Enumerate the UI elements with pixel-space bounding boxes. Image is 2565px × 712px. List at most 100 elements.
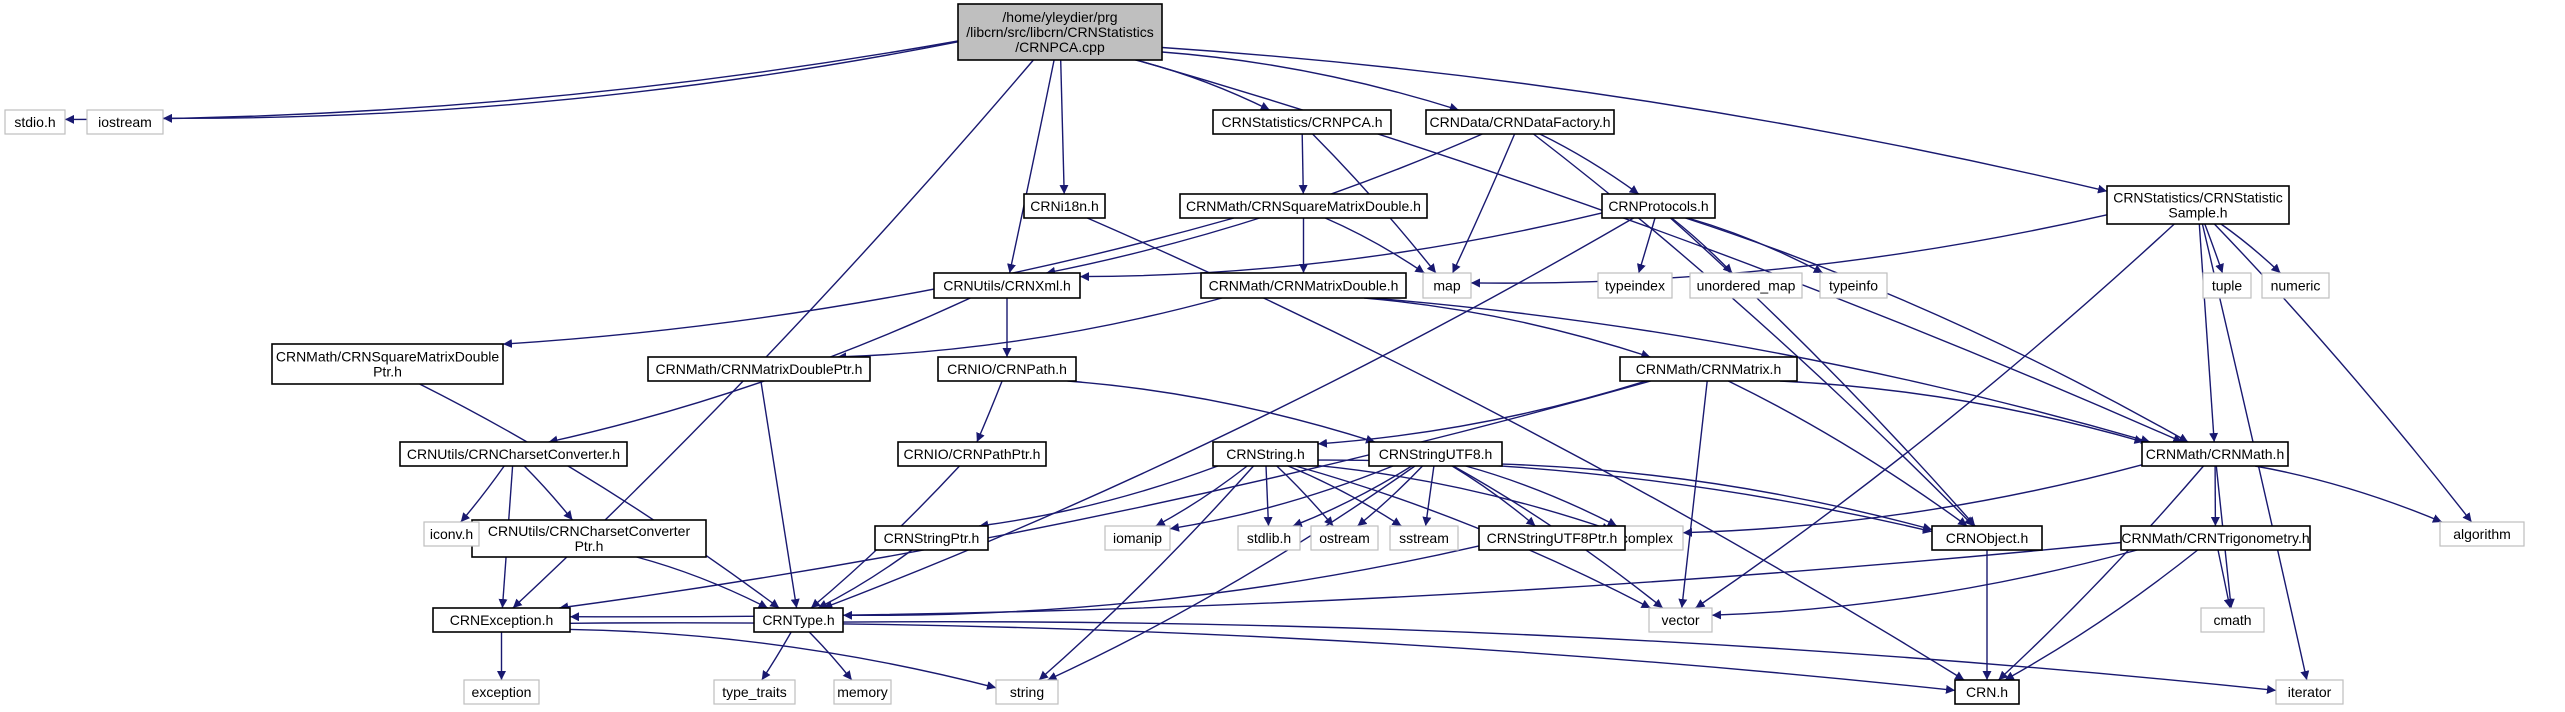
node-datafactory[interactable]: CRNData/CRNDataFactory.h <box>1425 109 1615 135</box>
node-label: CRNObject.h <box>1946 530 2028 546</box>
node-protocols[interactable]: CRNProtocols.h <box>1601 193 1716 219</box>
node-box <box>1954 679 2020 705</box>
node-charset[interactable]: CRNUtils/CRNCharsetConverter.h <box>399 441 628 467</box>
edge-xml-to-charset <box>548 297 971 445</box>
node-box <box>463 679 540 705</box>
node-pathptr[interactable]: CRNIO/CRNPathPtr.h <box>897 441 1047 467</box>
node-box <box>2200 607 2265 633</box>
edge-stringutf8-to-stdlib <box>1292 465 1413 527</box>
node-type[interactable]: CRNType.h <box>753 607 844 633</box>
node-label: iomanip <box>1113 530 1162 546</box>
edge-charset-to-charsetptr <box>523 465 574 521</box>
node-box <box>957 3 1163 61</box>
node-trig[interactable]: CRNMath/CRNTrigonometry.h <box>2120 525 2311 551</box>
node-map: map <box>1422 272 1472 299</box>
edge-charsetptr-to-type <box>636 556 769 609</box>
node-pca[interactable]: CRNStatistics/CRNPCA.h <box>1212 109 1392 135</box>
node-box <box>1689 272 1803 299</box>
node-box <box>2261 272 2330 299</box>
node-label: CRNUtils/CRNXml.h <box>943 278 1071 294</box>
edge-datafactory-to-object <box>1533 133 1974 527</box>
node-cmath: cmath <box>2200 607 2265 633</box>
node-vector: vector <box>1648 607 1713 633</box>
edge-statsample-to-algorithm <box>2213 223 2473 523</box>
node-stringstd: string <box>995 679 1059 705</box>
node-box <box>1601 193 1716 219</box>
edge-sqmatdoubleptr-to-type <box>419 383 780 609</box>
node-object[interactable]: CRNObject.h <box>1931 525 2043 551</box>
node-box <box>432 607 571 633</box>
edge-path-to-stringutf8 <box>1067 380 1376 444</box>
edge-stringutf8-to-stringutf8ptr <box>1451 465 1536 527</box>
edge-stringptr-to-type <box>817 549 913 609</box>
edge-matrix-to-math <box>1779 380 2144 444</box>
node-label: Ptr.h <box>373 364 402 380</box>
node-label: CRNStringPtr.h <box>884 530 980 546</box>
node-sstream: sstream <box>1389 525 1459 551</box>
edge-matrix-to-object <box>1727 380 1968 527</box>
node-label: stdio.h <box>14 114 55 130</box>
node-box <box>1422 272 1472 299</box>
node-label: complex <box>1621 530 1673 546</box>
node-math[interactable]: CRNMath/CRNMath.h <box>2141 441 2289 467</box>
edge-trig-to-cmath <box>2217 549 2233 609</box>
node-label: CRNStatistics/CRNPCA.h <box>1221 114 1382 130</box>
node-typeinfo: typeinfo <box>1819 272 1888 299</box>
node-iterator: iterator <box>2275 679 2344 705</box>
node-label: sstream <box>1399 530 1449 546</box>
edge-protocols-to-type <box>823 217 1634 609</box>
node-label: CRNMath/CRNMatrixDouble.h <box>1209 278 1399 294</box>
node-box <box>1648 607 1713 633</box>
node-stringptr[interactable]: CRNStringPtr.h <box>874 525 989 551</box>
node-ostream: ostream <box>1310 525 1379 551</box>
edge-trig-to-exceptionh <box>569 541 2122 622</box>
edge-string-to-sstream <box>1287 465 1402 527</box>
node-box <box>2202 272 2252 299</box>
node-label: Sample.h <box>2168 205 2227 221</box>
node-label: iostream <box>98 114 152 130</box>
node-stringutf8[interactable]: CRNStringUTF8.h <box>1368 441 1503 467</box>
edge-stringutf8-to-ostream <box>1357 465 1424 527</box>
node-exceptionh[interactable]: CRNException.h <box>432 607 571 633</box>
node-crn[interactable]: CRN.h <box>1954 679 2020 705</box>
node-label: CRNUtils/CRNCharsetConverter <box>488 523 691 539</box>
edge-statsample-to-map <box>1470 214 2108 288</box>
edge-main-to-statsample <box>1161 46 2108 194</box>
node-matdouble[interactable]: CRNMath/CRNMatrixDouble.h <box>1200 272 1407 299</box>
node-xml[interactable]: CRNUtils/CRNXml.h <box>933 272 1081 299</box>
node-string[interactable]: CRNString.h <box>1212 441 1319 467</box>
node-stdio: stdio.h <box>4 109 66 135</box>
node-label: exception <box>472 684 532 700</box>
node-label: numeric <box>2271 278 2321 294</box>
node-box <box>937 356 1077 382</box>
node-memory: memory <box>833 679 892 705</box>
node-matrix[interactable]: CRNMath/CRNMatrix.h <box>1619 356 1798 382</box>
node-label: CRNString.h <box>1226 446 1305 462</box>
node-label: CRNMath/CRNMatrixDoublePtr.h <box>656 361 863 377</box>
node-box <box>1023 193 1106 219</box>
node-label: vector <box>1661 612 1699 628</box>
node-label: CRNMath/CRNMatrix.h <box>1636 361 1781 377</box>
node-label: CRNMath/CRNSquareMatrixDouble <box>276 349 500 365</box>
edge-stringutf8ptr-to-type <box>842 545 1480 620</box>
edge-string-to-stringstd <box>1038 465 1255 681</box>
node-stringutf8ptr[interactable]: CRNStringUTF8Ptr.h <box>1478 525 1626 551</box>
node-sqmatdouble[interactable]: CRNMath/CRNSquareMatrixDouble.h <box>1179 193 1428 219</box>
node-path[interactable]: CRNIO/CRNPath.h <box>937 356 1077 382</box>
edge-charset-to-iconv <box>460 465 505 523</box>
edge-main-to-stdio <box>64 40 959 124</box>
node-matdoubleptr[interactable]: CRNMath/CRNMatrixDoublePtr.h <box>647 356 871 382</box>
node-box <box>1212 109 1392 135</box>
node-box <box>753 607 844 633</box>
node-i18n[interactable]: CRNi18n.h <box>1023 193 1106 219</box>
edge-pca-to-sqmatdouble <box>1298 133 1308 195</box>
node-label: algorithm <box>2453 526 2511 542</box>
node-label: CRN.h <box>1966 684 2008 700</box>
edge-statsample-to-numeric <box>2220 223 2281 274</box>
edge-protocols-to-xml <box>1079 212 1603 282</box>
edge-type-to-type_traits <box>761 631 792 681</box>
